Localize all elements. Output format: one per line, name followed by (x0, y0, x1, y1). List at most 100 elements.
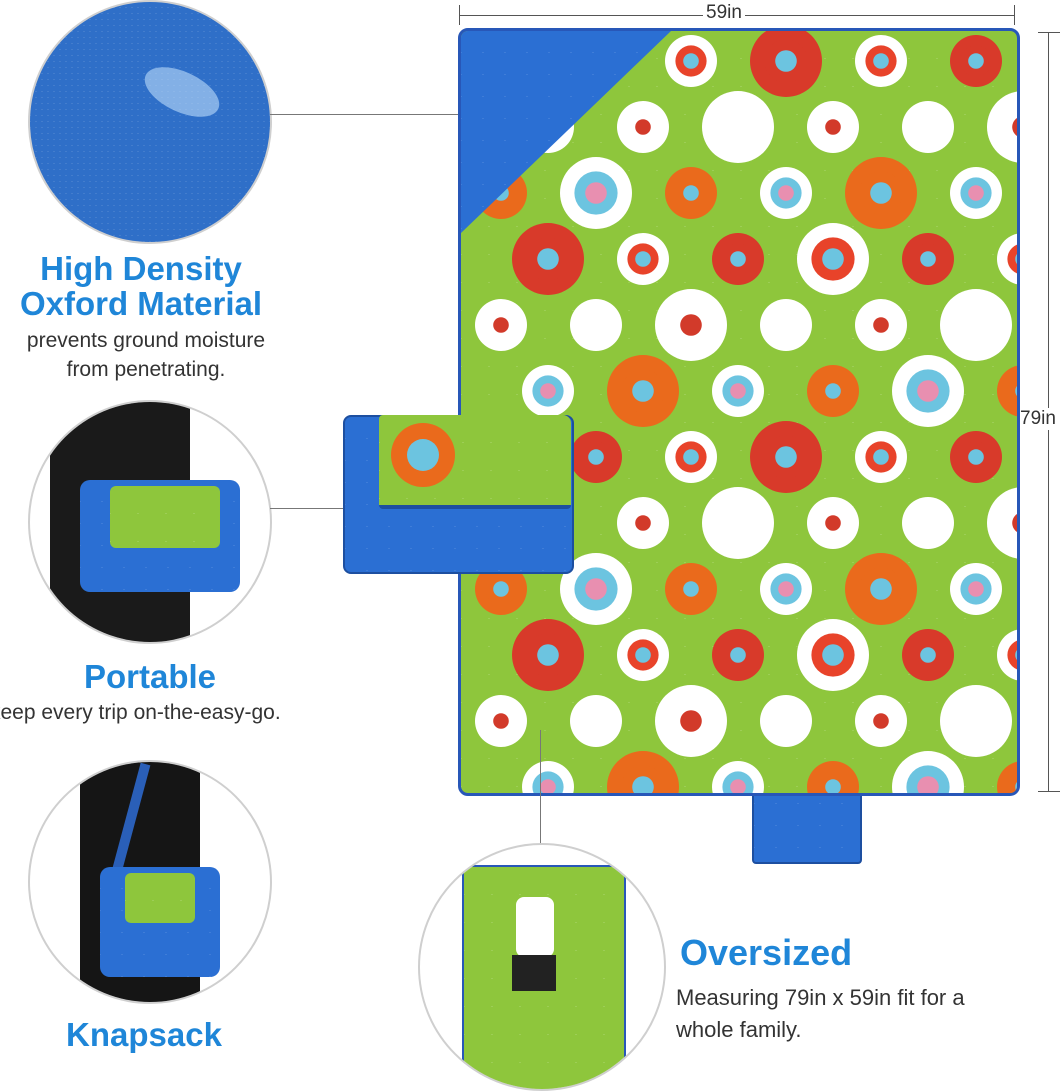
dimension-tick (1038, 32, 1060, 33)
flower-ring (635, 119, 651, 135)
flower-motif (997, 233, 1017, 285)
flower-ring (1001, 106, 1017, 148)
flower-ring (825, 383, 841, 399)
water-droplet (137, 56, 227, 128)
flower-ring (540, 383, 556, 399)
flower-ring (635, 515, 651, 531)
flower-motif (950, 167, 1002, 219)
flower-ring (683, 53, 699, 69)
flower-center (407, 439, 439, 471)
flower-motif (950, 431, 1002, 483)
flower-ring (1001, 502, 1017, 544)
flower-motif (987, 487, 1017, 559)
dimension-tick (1038, 791, 1060, 792)
knapsack-photo (28, 760, 272, 1004)
flower-ring (822, 248, 844, 270)
flower-ring (873, 713, 889, 729)
folded-mat-bag (80, 480, 240, 592)
flower-motif (940, 685, 1012, 757)
flower-ring (1007, 772, 1017, 793)
flower-motif (712, 629, 764, 681)
mat-with-person (462, 865, 626, 1089)
portable-photo (28, 400, 272, 644)
flower-motif (760, 695, 812, 747)
flower-motif (892, 355, 964, 427)
flower-motif (950, 35, 1002, 87)
flower-motif (855, 35, 907, 87)
dimension-tick (459, 5, 460, 25)
flower-ring (825, 515, 841, 531)
mat-flap (379, 415, 571, 509)
flower-ring (1007, 640, 1017, 670)
flower-motif (807, 761, 859, 793)
flower-motif (855, 299, 907, 351)
flower-icon (391, 423, 455, 487)
feature-title-oxford: High Density Oxford Material (0, 251, 282, 321)
flower-ring (870, 182, 892, 204)
desc-line: from penetrating. (66, 358, 226, 382)
flower-ring (775, 446, 797, 468)
flower-ring (727, 512, 749, 534)
flower-ring (873, 317, 889, 333)
flower-motif (570, 695, 622, 747)
flower-ring (917, 776, 939, 793)
flower-motif (845, 553, 917, 625)
flower-motif (902, 233, 954, 285)
flower-motif (760, 299, 812, 351)
flower-motif (997, 761, 1017, 793)
flower-motif (855, 431, 907, 483)
flower-ring (822, 644, 844, 666)
flower-motif (522, 761, 574, 793)
flower-motif (702, 91, 774, 163)
desc-line: whole family. (676, 1016, 802, 1042)
length-label: 79in (1020, 408, 1056, 430)
flower-motif (665, 563, 717, 615)
desc-line: prevents ground moisture (26, 329, 266, 352)
feature-desc-oxford: prevents ground moisture from penetratin… (0, 326, 292, 385)
flower-ring (683, 449, 699, 465)
flower-ring (778, 185, 794, 201)
flower-ring (965, 710, 987, 732)
flower-ring (730, 251, 746, 267)
flower-motif (712, 365, 764, 417)
flower-ring (873, 53, 889, 69)
flower-ring (920, 647, 936, 663)
flower-motif (902, 497, 954, 549)
flower-motif (665, 431, 717, 483)
flower-ring (683, 185, 699, 201)
flower-ring (680, 314, 702, 336)
flower-ring (588, 317, 604, 333)
flower-ring (920, 515, 936, 531)
flower-motif (665, 35, 717, 87)
flower-motif (797, 223, 869, 295)
flower-ring (870, 578, 892, 600)
mat-width-dimension: 59in (459, 2, 1015, 26)
feature-title-knapsack: Knapsack (66, 1016, 222, 1053)
flower-ring (680, 710, 702, 732)
flower-ring (778, 317, 794, 333)
flower-ring (997, 365, 1017, 417)
flower-ring (683, 581, 699, 597)
flower-ring (493, 713, 509, 729)
flower-motif (607, 355, 679, 427)
flower-motif (797, 619, 869, 691)
connector-line (540, 730, 541, 845)
flower-ring (968, 449, 984, 465)
flower-ring (730, 647, 746, 663)
flower-motif (997, 629, 1017, 681)
flower-ring (585, 578, 607, 600)
flower-ring (997, 629, 1017, 681)
flower-ring (730, 779, 746, 793)
flower-motif (712, 761, 764, 793)
flower-motif (702, 487, 774, 559)
flower-motif (950, 563, 1002, 615)
flower-ring (588, 449, 604, 465)
flower-motif (987, 91, 1017, 163)
flower-motif (807, 365, 859, 417)
flower-ring (1012, 118, 1017, 136)
flower-ring (1015, 254, 1017, 264)
flower-ring (730, 383, 746, 399)
flower-motif (855, 695, 907, 747)
flower-ring (920, 251, 936, 267)
flower-motif (940, 289, 1012, 361)
